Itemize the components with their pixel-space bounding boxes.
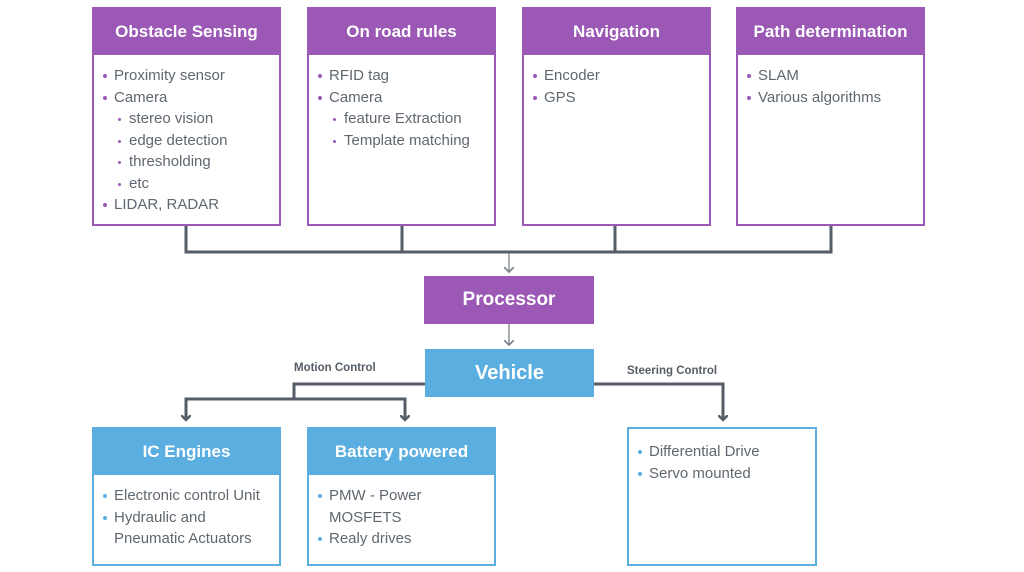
card-title: Obstacle Sensing [94, 9, 279, 55]
list-item: feature Extraction [317, 108, 494, 130]
list-item: GPS [532, 87, 709, 109]
list-item: Differential Drive [637, 441, 815, 463]
motion-control-label: Motion Control [294, 362, 376, 374]
navigation-list: Encoder GPS [524, 55, 709, 108]
list-item: Electronic control Unit [102, 485, 279, 507]
list-item: edge detection [102, 130, 279, 152]
list-item: PMW - Power MOSFETS [317, 485, 434, 528]
list-item: Camera [317, 87, 494, 109]
card-title: Navigation [524, 9, 709, 55]
processor-node: Processor [424, 276, 594, 324]
on-road-rules-card: On road rules RFID tag Camera feature Ex… [307, 7, 496, 226]
steering-drive-card: Differential Drive Servo mounted [627, 427, 817, 566]
list-item: LIDAR, RADAR [102, 194, 279, 216]
battery-powered-card: Battery powered PMW - Power MOSFETS Real… [307, 427, 496, 566]
card-title: Battery powered [309, 429, 494, 475]
list-item: Various algorithms [746, 87, 923, 109]
list-item: RFID tag [317, 65, 494, 87]
motion-control-branch [294, 397, 405, 420]
list-item: thresholding [102, 151, 279, 173]
list-item: Camera [102, 87, 279, 109]
list-item: Realy drives [317, 528, 494, 550]
list-item: Servo mounted [637, 463, 815, 485]
obstacle-sensing-list: Proximity sensor Camera stereo vision ed… [94, 55, 279, 216]
navigation-card: Navigation Encoder GPS [522, 7, 711, 226]
ic-engines-card: IC Engines Electronic control Unit Hydra… [92, 427, 281, 566]
on-road-rules-list: RFID tag Camera feature Extraction Templ… [309, 55, 494, 151]
card-title: Path determination [738, 9, 923, 55]
path-determination-list: SLAM Various algorithms [738, 55, 923, 108]
motion-control-line [186, 382, 426, 420]
list-item: SLAM [746, 65, 923, 87]
steering-drive-list: Differential Drive Servo mounted [629, 429, 815, 484]
obstacle-sensing-card: Obstacle Sensing Proximity sensor Camera… [92, 7, 281, 226]
card-title: On road rules [309, 9, 494, 55]
list-item: etc [102, 173, 279, 195]
steering-control-line [594, 382, 723, 420]
vehicle-node: Vehicle [425, 349, 594, 397]
card-title: IC Engines [94, 429, 279, 475]
list-item: Hydraulic and Pneumatic Actuators [102, 507, 254, 550]
list-item: Encoder [532, 65, 709, 87]
battery-powered-list: PMW - Power MOSFETS Realy drives [309, 475, 494, 550]
list-item: Template matching [317, 130, 494, 152]
steering-control-label: Steering Control [627, 365, 718, 377]
list-item: stereo vision [102, 108, 279, 130]
ic-engines-list: Electronic control Unit Hydraulic and Pn… [94, 475, 279, 550]
list-item: Proximity sensor [102, 65, 279, 87]
path-determination-card: Path determination SLAM Various algorith… [736, 7, 925, 226]
